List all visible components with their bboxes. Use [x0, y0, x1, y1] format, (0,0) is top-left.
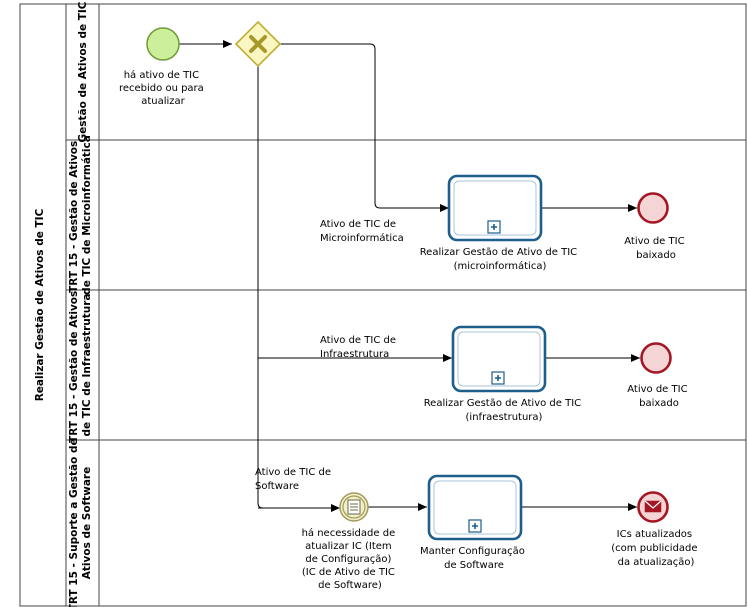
subprocess-marker-icon: [468, 519, 482, 533]
flow-label-infraestrutura: Ativo de TIC de Infraestrutura: [320, 335, 399, 360]
task-inner-border: [453, 180, 537, 236]
task-infraestrutura[interactable]: [451, 325, 547, 393]
task-infraestrutura-label: Realizar Gestão de Ativo de TIC (infraes…: [424, 398, 585, 423]
flow-label-microinformatica: Ativo de TIC de Microinformática: [320, 219, 404, 244]
task-inner-border: [433, 480, 517, 535]
task-inner-border: [457, 331, 541, 387]
start-event-label: há ativo de TIC recebido ou para atualiz…: [119, 69, 207, 107]
lane-infraestrutura: TRT 15 - Gestão de Ativos de TIC de Infr…: [68, 287, 93, 443]
pool: Realizar Gestão de Ativos de TIC: [19, 3, 747, 607]
exclusive-gateway[interactable]: [234, 20, 282, 68]
start-event[interactable]: [146, 27, 180, 61]
lane-title: TRT 15 - Suporte a Gestão de Ativos de S…: [68, 435, 93, 607]
end-event-circle[interactable]: [640, 342, 672, 374]
end-event-microinformatica[interactable]: [637, 192, 669, 224]
pool-border: [19, 3, 747, 607]
task-software-label: Manter Configuração de Software: [420, 546, 528, 571]
end-event-infraestrutura[interactable]: [640, 342, 672, 374]
sequence-flows: [179, 40, 640, 512]
task-box[interactable]: [451, 325, 547, 393]
task-box[interactable]: [427, 474, 523, 541]
pool-title: Realizar Gestão de Ativos de TIC: [34, 208, 46, 401]
end-event-software-label: ICs atualizados (com publicidade da atua…: [611, 529, 700, 568]
task-box[interactable]: [447, 174, 543, 242]
subprocess-marker-icon: [491, 371, 505, 385]
lane-gestao-ativos: Gestão de Ativos de TIC: [77, 1, 89, 142]
end-event-circle[interactable]: [637, 192, 669, 224]
lane-title: TRT 15 - Gestão de Ativos de TIC de Infr…: [68, 287, 93, 443]
lane-title: TRT 15 - Gestão de Ativos de TIC de Micr…: [68, 135, 93, 295]
flow-gateway-to-microinformatica[interactable]: [277, 43, 449, 212]
lane-suporte-software: TRT 15 - Suporte a Gestão de Ativos de S…: [68, 435, 93, 607]
end-event-microinformatica-label: Ativo de TIC baixado: [624, 236, 688, 261]
gateway-x-icon: [249, 35, 267, 53]
subprocess-marker-icon: [487, 220, 501, 234]
end-event-infraestrutura-label: Ativo de TIC baixado: [627, 384, 691, 409]
task-microinformatica-label: Realizar Gestão de Ativo de TIC (microin…: [420, 247, 581, 272]
intermediate-event[interactable]: [339, 492, 369, 522]
flow-label-software: Ativo de TIC de Software: [255, 467, 334, 492]
lane-title: Gestão de Ativos de TIC: [77, 1, 89, 142]
intermediate-event-label: há necessidade de atualizar IC (Item de …: [302, 527, 399, 591]
intermediate-event-inner: [342, 495, 366, 519]
task-software[interactable]: [427, 474, 523, 541]
task-microinformatica[interactable]: [447, 174, 543, 242]
conditional-icon: [347, 499, 361, 515]
lane-microinformatica: TRT 15 - Gestão de Ativos de TIC de Micr…: [68, 135, 93, 295]
envelope-icon: [644, 500, 662, 513]
start-event-circle[interactable]: [146, 27, 180, 61]
end-event-software[interactable]: [637, 491, 669, 523]
